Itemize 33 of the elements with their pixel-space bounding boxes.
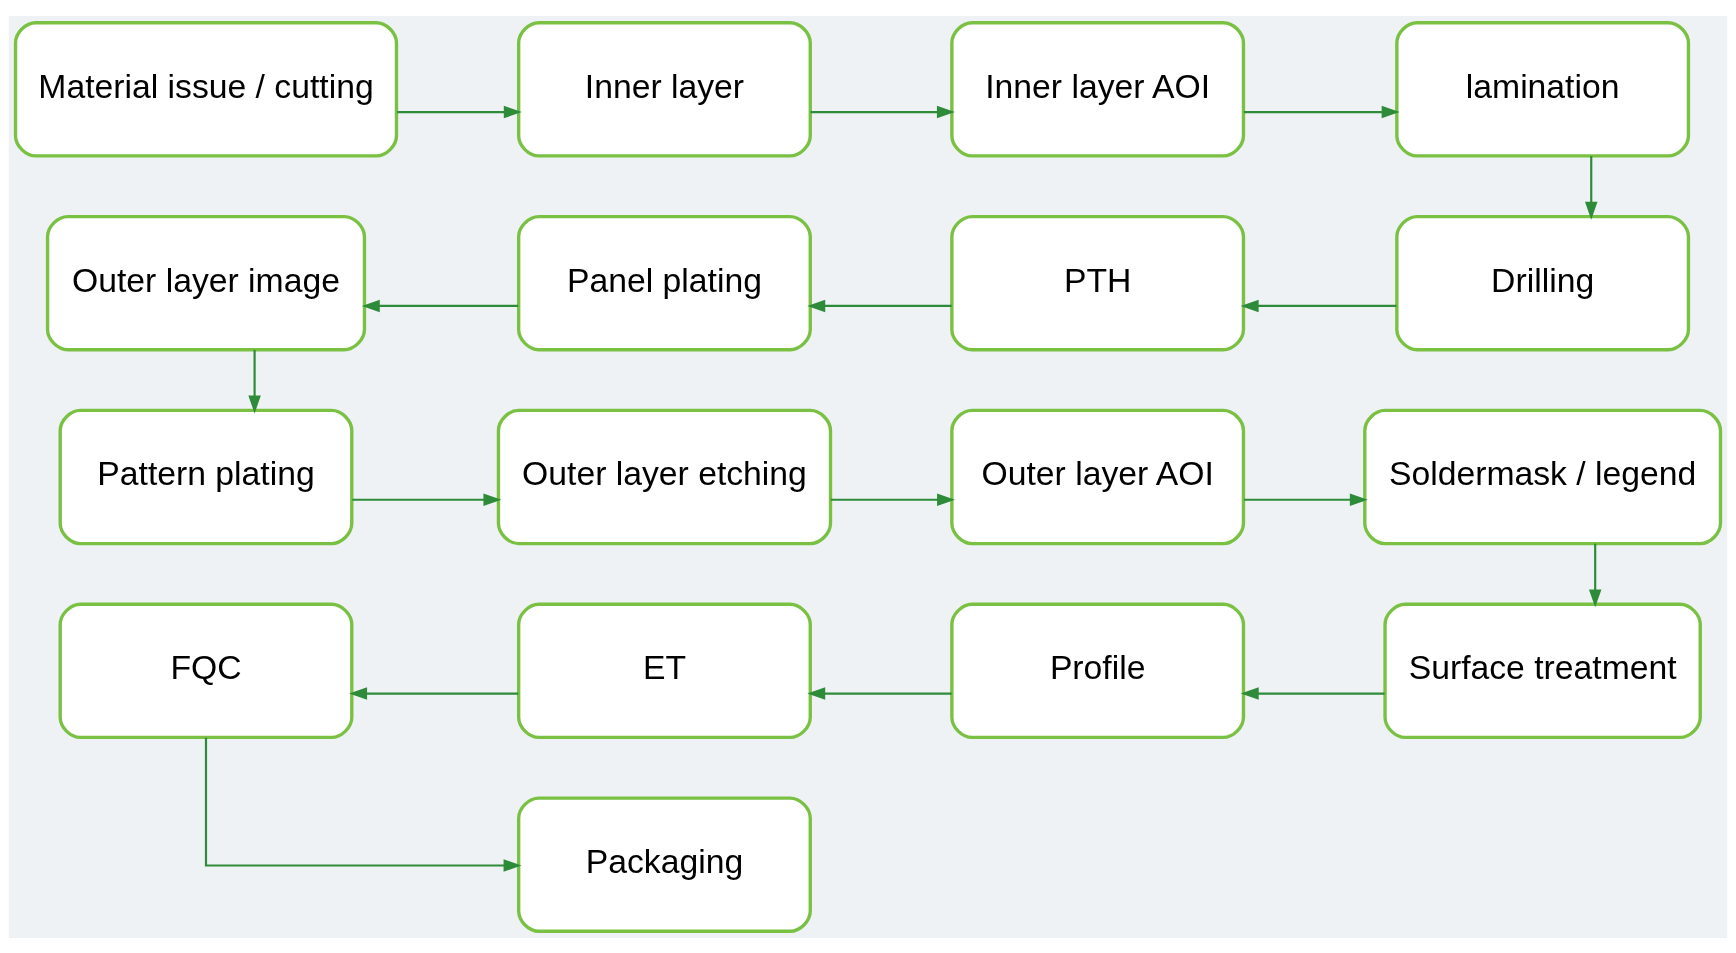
node-box: Inner layer (517, 20, 812, 158)
node-box: Outer layer etching (496, 408, 833, 545)
arrow (1244, 493, 1368, 506)
arrow (830, 493, 955, 506)
arrow (361, 299, 519, 312)
node-box: lamination (1395, 20, 1691, 158)
node-box: ET (517, 602, 812, 739)
node-box: Inner layer AOI (950, 20, 1246, 158)
arrow (1244, 105, 1400, 118)
node-box: Outer layer AOI (950, 408, 1246, 545)
node-box: Soldermask / legend (1363, 408, 1723, 545)
node-box: Profile (950, 602, 1246, 739)
arrow (807, 686, 952, 700)
node-box: Material issue / cutting (13, 20, 399, 158)
arrow (349, 686, 519, 700)
node-box: Surface treatment (1383, 602, 1702, 739)
arrow (204, 737, 522, 872)
arrow (397, 105, 522, 118)
arrow (352, 493, 502, 506)
node-box: Panel plating (517, 214, 812, 351)
arrow (807, 299, 952, 312)
node-box: FQC (58, 602, 354, 739)
node-box: Packaging (517, 795, 812, 933)
arrow (1240, 686, 1385, 700)
node-box: PTH (950, 214, 1246, 351)
arrow (1584, 155, 1598, 220)
arrow (1588, 543, 1602, 607)
node-box: Outer layer image (45, 214, 367, 351)
node-box: Drilling (1395, 214, 1691, 351)
arrow (248, 349, 261, 413)
arrow (1240, 299, 1397, 312)
arrow (810, 105, 955, 118)
node-box: Pattern plating (58, 408, 354, 545)
